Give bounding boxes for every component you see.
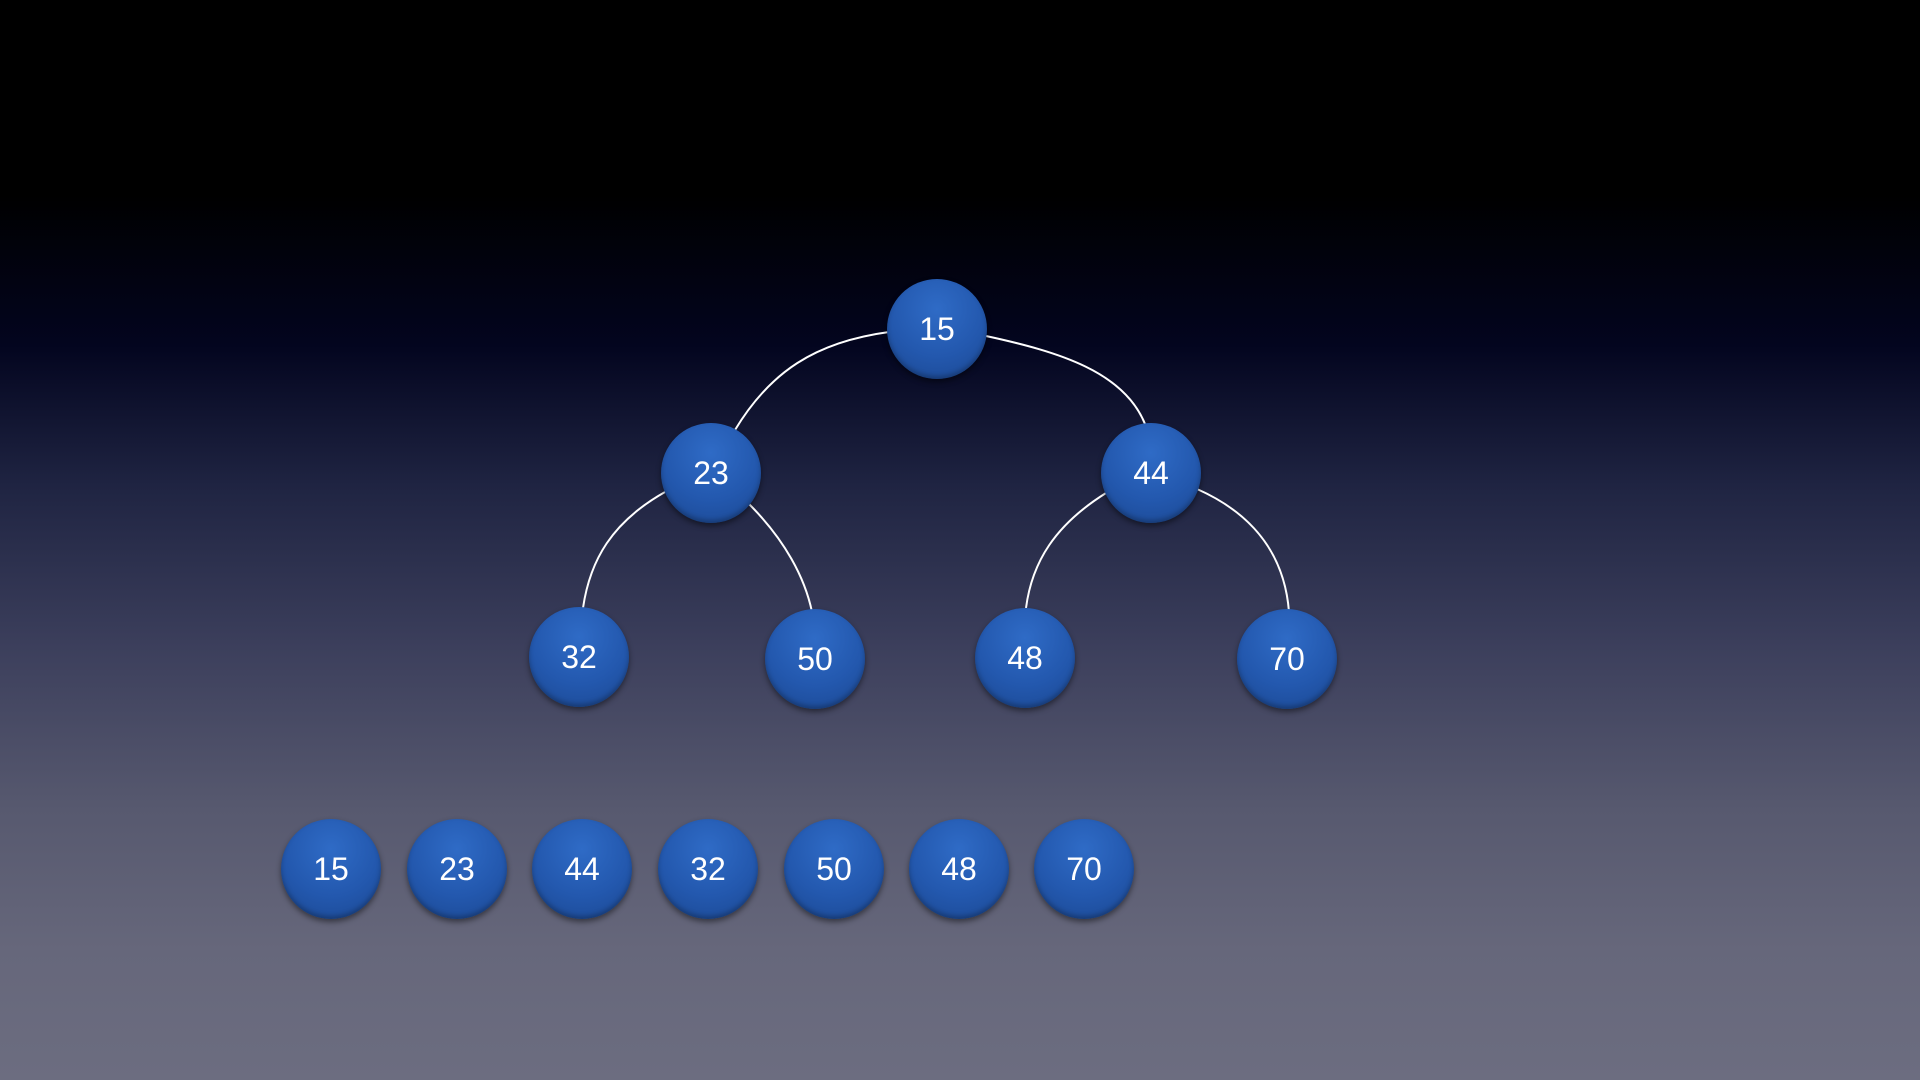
- array-item-5: 48: [909, 819, 1009, 919]
- array-item-0: 15: [281, 819, 381, 919]
- array-item-2: 44: [532, 819, 632, 919]
- edge-44-48: [1025, 492, 1107, 609]
- tree-node-left-left: 32: [529, 607, 629, 707]
- tree-node-left: 23: [661, 423, 761, 523]
- array-item-6: 70: [1034, 819, 1134, 919]
- edge-23-32: [582, 491, 666, 609]
- tree-node-right: 44: [1101, 423, 1201, 523]
- array-item-3: 32: [658, 819, 758, 919]
- edge-44-70: [1196, 488, 1290, 613]
- tree-node-root: 15: [887, 279, 987, 379]
- edge-15-44: [985, 335, 1146, 425]
- tree-node-right-right: 70: [1237, 609, 1337, 709]
- tree-node-right-left: 48: [975, 608, 1075, 708]
- edge-15-23: [734, 331, 890, 431]
- array-item-4: 50: [784, 819, 884, 919]
- array-item-1: 23: [407, 819, 507, 919]
- edge-23-50: [748, 503, 813, 613]
- tree-node-left-right: 50: [765, 609, 865, 709]
